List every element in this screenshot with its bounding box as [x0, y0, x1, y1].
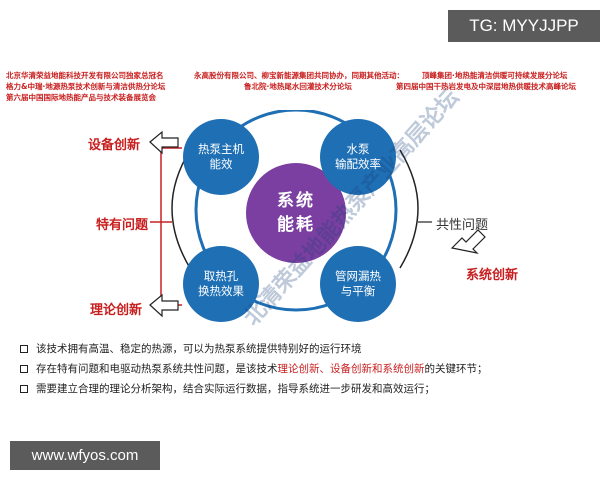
header-row1-left: 北京华清荣益地能科技开发有限公司独家总冠名 — [6, 71, 164, 80]
circle-top-right-line2: 输配效率 — [335, 157, 381, 171]
header-row-3: 第六届中国国际地热能产品与技术装备展览会 — [6, 92, 156, 103]
circle-bottom-right — [320, 246, 396, 322]
header-row2-left: 格力&中瑞·地源热泵技术创新与清洁供热分论坛 — [6, 82, 166, 91]
site-badge: www.wfyos.com — [10, 441, 160, 470]
header-row1-right: 顶峰集团·地热能清洁供暖可持续发展分论坛 — [422, 71, 568, 80]
bullet-1-text: 该技术拥有高温、稳定的热源，可以为热泵系统提供特别好的运行环境 — [36, 343, 362, 355]
checkbox-bullet-icon — [20, 385, 28, 393]
checkbox-bullet-icon — [20, 345, 28, 353]
header-row2-mid: 鲁北院·地热尾水回灌技术分论坛 — [244, 82, 352, 91]
connector-down — [160, 222, 182, 306]
header-banner: 明：存在特有问题和电驱动热泵系统的共性问题 北京华清荣益地能科技开发有限公司独家… — [0, 70, 600, 112]
header-row3-left: 第六届中国国际地热能产品与技术装备展览会 — [6, 93, 156, 102]
bullet-item-3: 需要建立合理的理论分析架构，结合实际运行数据，指导系统进一步研发和高效运行； — [18, 380, 598, 400]
circle-bottom-right-text: 管网漏热 与平衡 — [328, 269, 388, 299]
center-circle — [246, 163, 346, 263]
header-row2-right: 第四届中国干热岩发电及中深层地热供暖技术高峰论坛 — [396, 82, 576, 91]
tg-badge: TG: MYYJJPP — [448, 10, 600, 42]
bullet-item-1: 该技术拥有高温、稳定的热源，可以为热泵系统提供特别好的运行环境 — [18, 340, 598, 360]
arrow-left-bottom-icon — [149, 293, 179, 318]
bullet-item-2: 存在特有问题和电驱动热泵系统共性问题，是该技术理论创新、设备创新和系统创新的关键… — [18, 360, 598, 380]
bullet-2-text-pre: 存在特有问题和电驱动热泵系统共性问题，是该技术 — [36, 363, 278, 375]
left-bracket — [171, 149, 191, 269]
circle-bottom-right-line2: 与平衡 — [340, 284, 376, 298]
circle-bottom-left-line2: 换热效果 — [198, 284, 244, 298]
label-theory-innovation: 理论创新 — [90, 303, 143, 318]
diagram-graphics — [149, 110, 486, 322]
circle-bottom-right-line1: 管网漏热 — [335, 269, 381, 283]
outer-ring — [194, 110, 398, 312]
label-system-innovation: 系统创新 — [466, 268, 519, 283]
bullet-3-text: 需要建立合理的理论分析架构，结合实际运行数据，指导系统进一步研发和高效运行； — [36, 383, 435, 395]
arrow-down-right-icon — [450, 229, 486, 254]
header-row-1: 北京华清荣益地能科技开发有限公司独家总冠名 永高股份有限公司、柳宝新能源集团共同… — [6, 70, 567, 81]
bullet-2-text-red: 理论创新、设备创新和系统创新 — [277, 363, 425, 375]
circle-top-left-line2: 能效 — [209, 157, 233, 171]
circle-top-right-text: 水泵 输配效率 — [328, 142, 388, 172]
label-equipment-innovation: 设备创新 — [88, 138, 141, 153]
circle-top-left-text: 热泵主机 能效 — [191, 142, 251, 172]
checkbox-bullet-icon — [20, 365, 28, 373]
circle-top-right-line1: 水泵 — [346, 142, 370, 156]
circle-top-left-line1: 热泵主机 — [198, 142, 244, 156]
header-row1-mid: 永高股份有限公司、柳宝新能源集团共同协办，同期其他活动： — [194, 71, 404, 80]
right-bracket — [399, 149, 419, 269]
circle-bottom-left — [183, 246, 259, 322]
label-specific-problem: 特有问题 — [96, 218, 149, 233]
label-common-problem: 共性问题 — [436, 218, 489, 233]
circle-bottom-left-text: 取热孔 换热效果 — [191, 269, 251, 299]
bullet-list: 该技术拥有高温、稳定的热源，可以为热泵系统提供特别好的运行环境 存在特有问题和电… — [18, 340, 598, 400]
circle-top-right — [320, 119, 396, 195]
center-text: 系统 能耗 — [256, 189, 336, 237]
center-line2: 能耗 — [277, 215, 315, 235]
bullet-2-text-post: 的关键环节； — [424, 363, 488, 375]
center-line1: 系统 — [277, 191, 315, 211]
arrow-left-top-icon — [149, 130, 179, 155]
system-energy-diagram: 设备创新 特有问题 理论创新 共性问题 系统创新 热泵主机 能效 水泵 输配效率… — [0, 85, 600, 331]
circle-top-left — [183, 119, 259, 195]
circle-bottom-left-line1: 取热孔 — [203, 269, 239, 283]
header-row-2: 格力&中瑞·地源热泵技术创新与清洁供热分论坛 鲁北院·地热尾水回灌技术分论坛 第… — [6, 81, 576, 92]
